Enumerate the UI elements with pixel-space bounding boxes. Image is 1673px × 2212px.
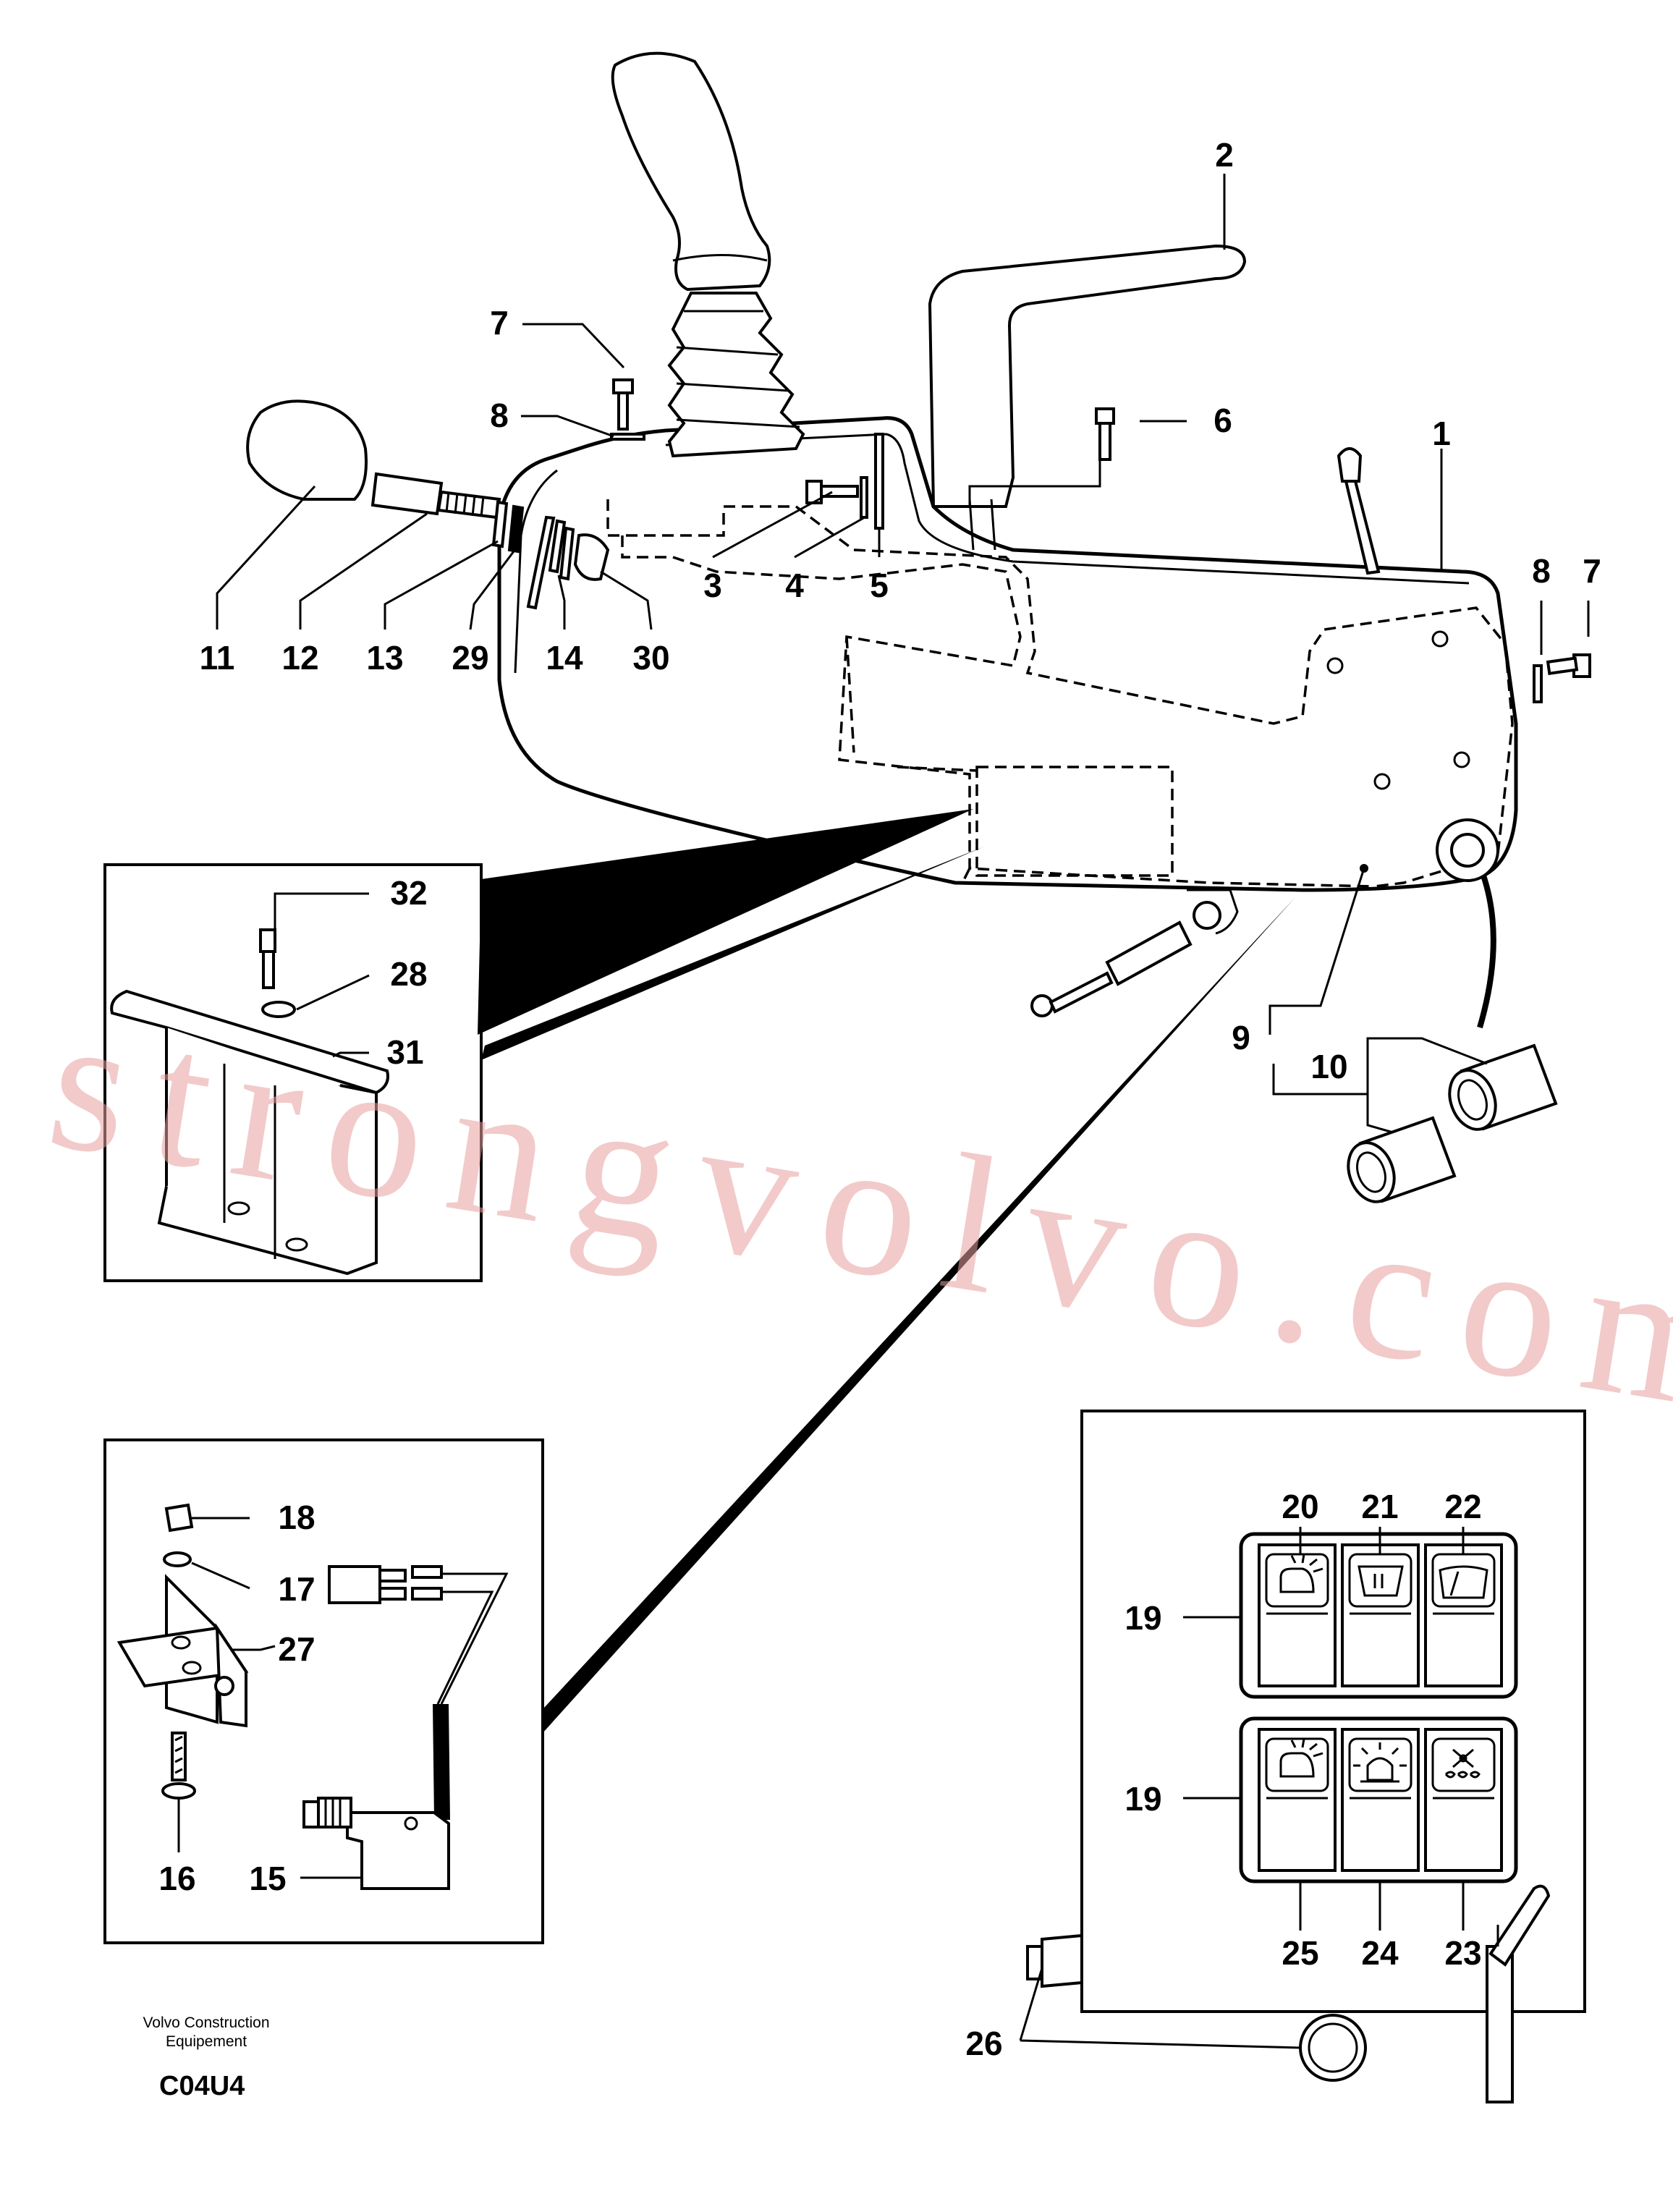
lever-knob [246,399,368,501]
internal-mechanism [606,499,1514,888]
callout-26: 26 [965,2025,1002,2062]
callout-23: 23 [1444,1934,1481,1972]
callout-19-upper: 19 [1124,1599,1161,1637]
leader-lines [216,174,1590,1134]
detail-box-switch [103,1438,544,1944]
callout-7-right: 7 [1583,552,1601,590]
callout-8-top: 8 [490,397,509,434]
callout-15: 15 [249,1860,286,1897]
detail-pointer-2 [543,897,1295,1733]
detail-box-bracket [103,863,483,1282]
callout-9: 9 [1232,1019,1250,1056]
callout-28: 28 [390,955,427,993]
joystick-lever [611,51,805,458]
callout-5: 5 [870,567,889,604]
callout-22: 22 [1444,1488,1481,1525]
drawing-code: C04U4 [159,2071,245,2101]
callout-21: 21 [1361,1488,1398,1525]
callout-30: 30 [632,639,669,677]
callout-16: 16 [158,1860,195,1897]
callout-2: 2 [1215,136,1234,174]
callout-4: 4 [785,567,804,604]
detail-pointer-1 [478,809,973,1035]
callout-11: 11 [200,639,235,677]
gas-strut [1030,889,1239,1017]
bushings [1347,1043,1558,1203]
work-light-icon [1279,1738,1323,1778]
callout-24: 24 [1361,1934,1399,1972]
callout-12: 12 [281,639,318,677]
work-light-icon [1279,1554,1323,1593]
callout-3: 3 [703,567,722,604]
fasteners [610,378,1591,703]
rear-wiper-icon [1358,1565,1404,1597]
detail-box-switch-panel [1019,1410,1586,2103]
callout-32: 32 [390,874,427,912]
publisher-line-2: Equipement [166,2033,247,2050]
left-lever-parts [246,399,610,610]
callout-25: 25 [1282,1934,1318,1972]
fan-heater-icon [1444,1748,1481,1779]
callout-29: 29 [452,639,488,677]
callout-18: 18 [278,1499,315,1536]
callout-13: 13 [366,639,403,677]
callout-27: 27 [278,1630,315,1668]
joystick-boot [667,292,805,458]
callout-labels: 1 2 3 4 5 6 7 7 8 8 9 10 11 12 13 29 14 … [158,136,1601,2062]
front-wiper-icon [1439,1565,1488,1599]
joystick-grip [611,51,771,292]
callout-1: 1 [1432,415,1451,452]
callout-10: 10 [1310,1048,1347,1085]
callout-7-top: 7 [490,304,509,342]
footer: Volvo Construction Equipement C04U4 [143,2014,269,2101]
rotating-beacon-icon [1353,1742,1407,1783]
lever-shaft [370,472,444,516]
callout-19-lower: 19 [1124,1780,1161,1818]
callout-31: 31 [386,1033,423,1071]
callout-20: 20 [1282,1488,1318,1525]
brake-handle [928,244,1247,551]
small-lever [1337,447,1381,575]
control-console [497,416,1518,1029]
callout-8-right: 8 [1532,552,1551,590]
publisher-line-1: Volvo Construction [143,2014,269,2031]
callout-17: 17 [278,1570,315,1608]
callout-6: 6 [1214,402,1232,439]
callout-14: 14 [546,639,583,677]
